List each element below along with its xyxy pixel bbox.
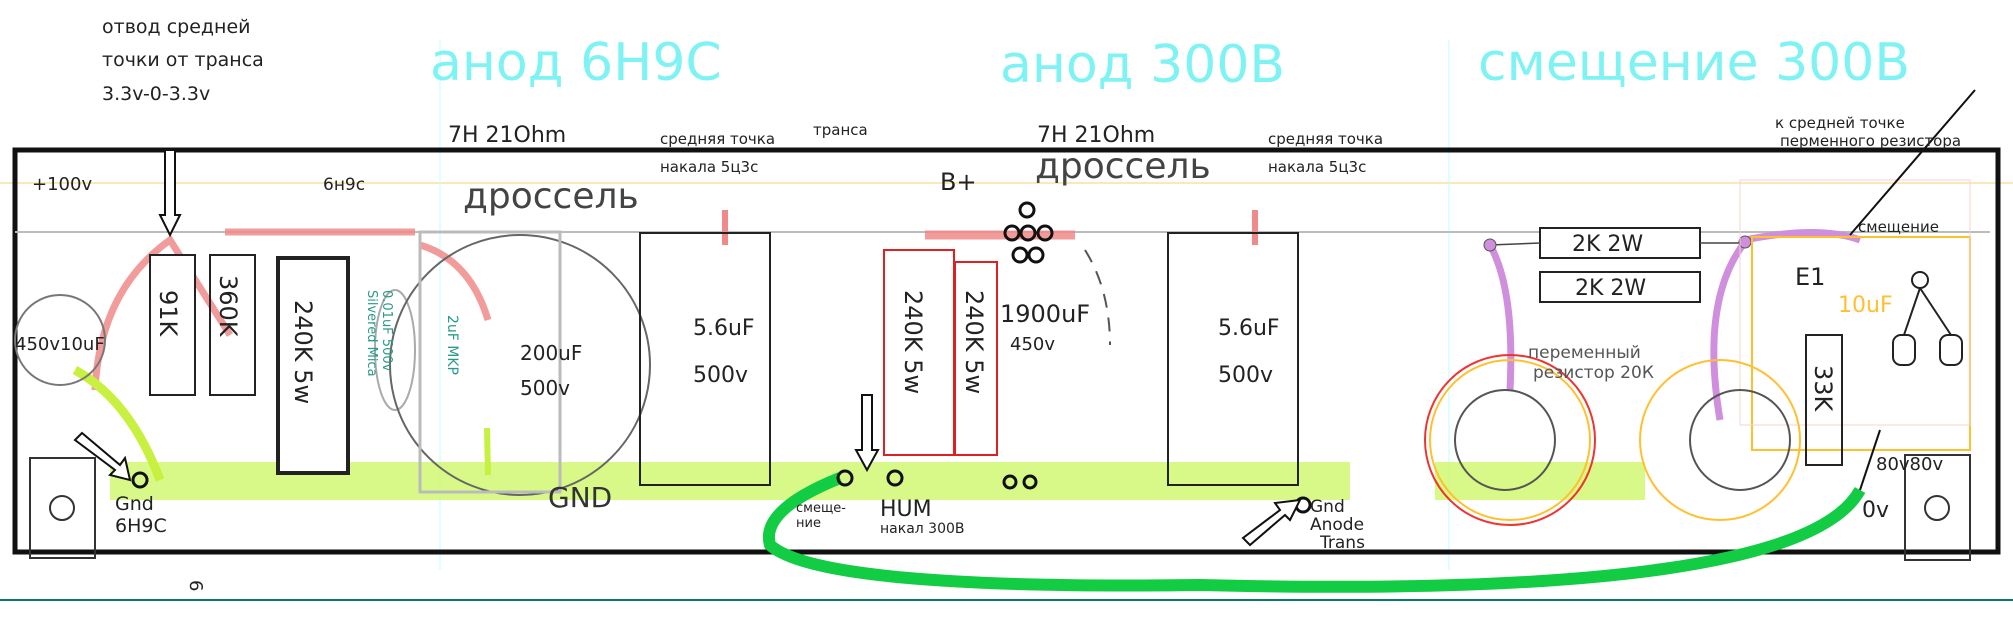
label: 0.01uF 500v (379, 290, 394, 372)
ground-points (131, 469, 1312, 514)
potentiometer-20k (1454, 389, 1556, 491)
note-to-pot: к средней точке (1775, 114, 1905, 132)
gnd-label: GND (548, 481, 612, 514)
note-to-pot: перменного резистора (1780, 132, 1961, 150)
gnd-6h9c-label: 6H9C (115, 515, 167, 537)
resistor-91k (149, 254, 196, 396)
terminal (1483, 238, 1497, 252)
gnd-wire (484, 427, 491, 476)
pin-label: 6 (185, 580, 206, 591)
gnd-6h9c-label: Gnd (115, 493, 154, 515)
label: 10uF (1838, 293, 1893, 318)
voltage-label: 80v80v (1876, 454, 1943, 475)
note-ct: точки от транса (102, 49, 264, 71)
transa-note: транса (813, 121, 868, 139)
heater-label: накал 300В (880, 521, 965, 537)
annotations: отвод средней точки от транса 3.3v-0-3.3… (32, 16, 1961, 591)
label: 500v (693, 363, 748, 388)
label: Silvered Mica (364, 290, 379, 377)
component-labels: 450v10uF 91K 360K 240K 5w 0.01uF 500v Si… (15, 232, 1893, 413)
label: 450v (1010, 334, 1055, 355)
section-title-bias-300b: смещение 300В (1478, 33, 1910, 93)
label: 1900uF (1000, 300, 1090, 328)
resistor-2k-a (1539, 227, 1701, 259)
choke-spec: 7H 21Ohm (448, 123, 566, 148)
section-title-anode-6n9s: анод 6Н9С (430, 33, 722, 93)
label: 450v10uF (15, 334, 105, 355)
bias-point-label: смеще- (796, 501, 846, 516)
terminal-block-right (1904, 454, 1971, 561)
bias-label: смещение (1858, 218, 1939, 236)
pointer-line (1849, 89, 1976, 236)
label: 500v (520, 376, 570, 400)
tube-socket-pins (1003, 201, 1054, 264)
arrow-icons (73, 149, 1302, 547)
choke-spec: 7H 21Ohm (1037, 123, 1155, 148)
bias-ground-wire (762, 472, 1866, 593)
label: 2K 2W (1572, 232, 1643, 257)
filament-ct-note: средняя точка (1268, 130, 1383, 148)
label-100v: +100v (32, 174, 92, 195)
label: 5.6uF (1218, 316, 1280, 341)
hum-label: HUM (880, 497, 932, 522)
pot-label: резистор 20К (1533, 363, 1654, 383)
gnd-bus-bias (1435, 462, 1645, 500)
capacitor-bias (1689, 389, 1791, 491)
gnd-anode-label: Gnd (1310, 497, 1345, 517)
bias-pins (1892, 271, 1963, 366)
label: 240K 5w (289, 300, 317, 404)
terminal (1738, 235, 1752, 249)
voltage-label: 0v (1862, 498, 1889, 523)
label: 2uF MKP (444, 315, 460, 375)
capacitor-200uf (389, 234, 651, 496)
filament-ct-note: накала 5ц3с (660, 158, 758, 176)
label: E1 (1795, 263, 1825, 291)
capacitor-5u6-b (1167, 232, 1299, 486)
capacitor-10uf (14, 294, 106, 386)
choke-label: дроссель (463, 176, 639, 217)
label: 500v (1218, 363, 1273, 388)
terminal-block-left (29, 457, 96, 559)
capacitor-1900uf-outline (1084, 249, 1111, 346)
gnd-wire (72, 366, 165, 482)
label: 91K (154, 290, 182, 338)
gnd-anode-label: Anode (1310, 515, 1364, 535)
note-ct: отвод средней (102, 16, 250, 38)
resistor-240k (276, 256, 350, 475)
resistor-33k (1805, 334, 1843, 466)
bias-wire (1486, 243, 1515, 391)
section-title-anode-300b: анод 300В (1000, 35, 1285, 95)
label: 240K 5w (899, 290, 927, 394)
capacitor-outline (1639, 359, 1801, 521)
filament-ct-note: накала 5ц3с (1268, 158, 1366, 176)
label: 33K (1809, 365, 1837, 413)
capacitor-mkp (418, 230, 562, 494)
gnd-anode-label: Trans (1319, 533, 1365, 553)
pot-label: переменный (1528, 343, 1641, 363)
resistor-360k (209, 254, 256, 396)
resistor-2k-b (1539, 271, 1701, 303)
label-6n9s: 6н9с (323, 175, 365, 195)
capacitor-mica (374, 289, 416, 411)
guide-rect (1739, 179, 1971, 426)
b-plus-label: B+ (940, 168, 977, 196)
label: 360K (214, 275, 242, 338)
label: 2K 2W (1575, 276, 1646, 301)
note-ct: 3.3v-0-3.3v (102, 83, 210, 105)
label: 240K 5w (960, 290, 988, 394)
capacitor-5u6-a (639, 232, 771, 486)
filament-ct-note: средняя точка (660, 130, 775, 148)
choke-label: дроссель (1035, 146, 1211, 187)
potentiometer-outline (1424, 354, 1596, 526)
bias-wire (1710, 239, 1748, 421)
chassis-outline (12, 147, 2001, 555)
label: 5.6uF (693, 316, 755, 341)
bias-point-label: ние (796, 516, 821, 531)
red-wire (418, 241, 492, 322)
resistor-240k-c (954, 261, 998, 456)
label: 200uF (520, 341, 582, 365)
